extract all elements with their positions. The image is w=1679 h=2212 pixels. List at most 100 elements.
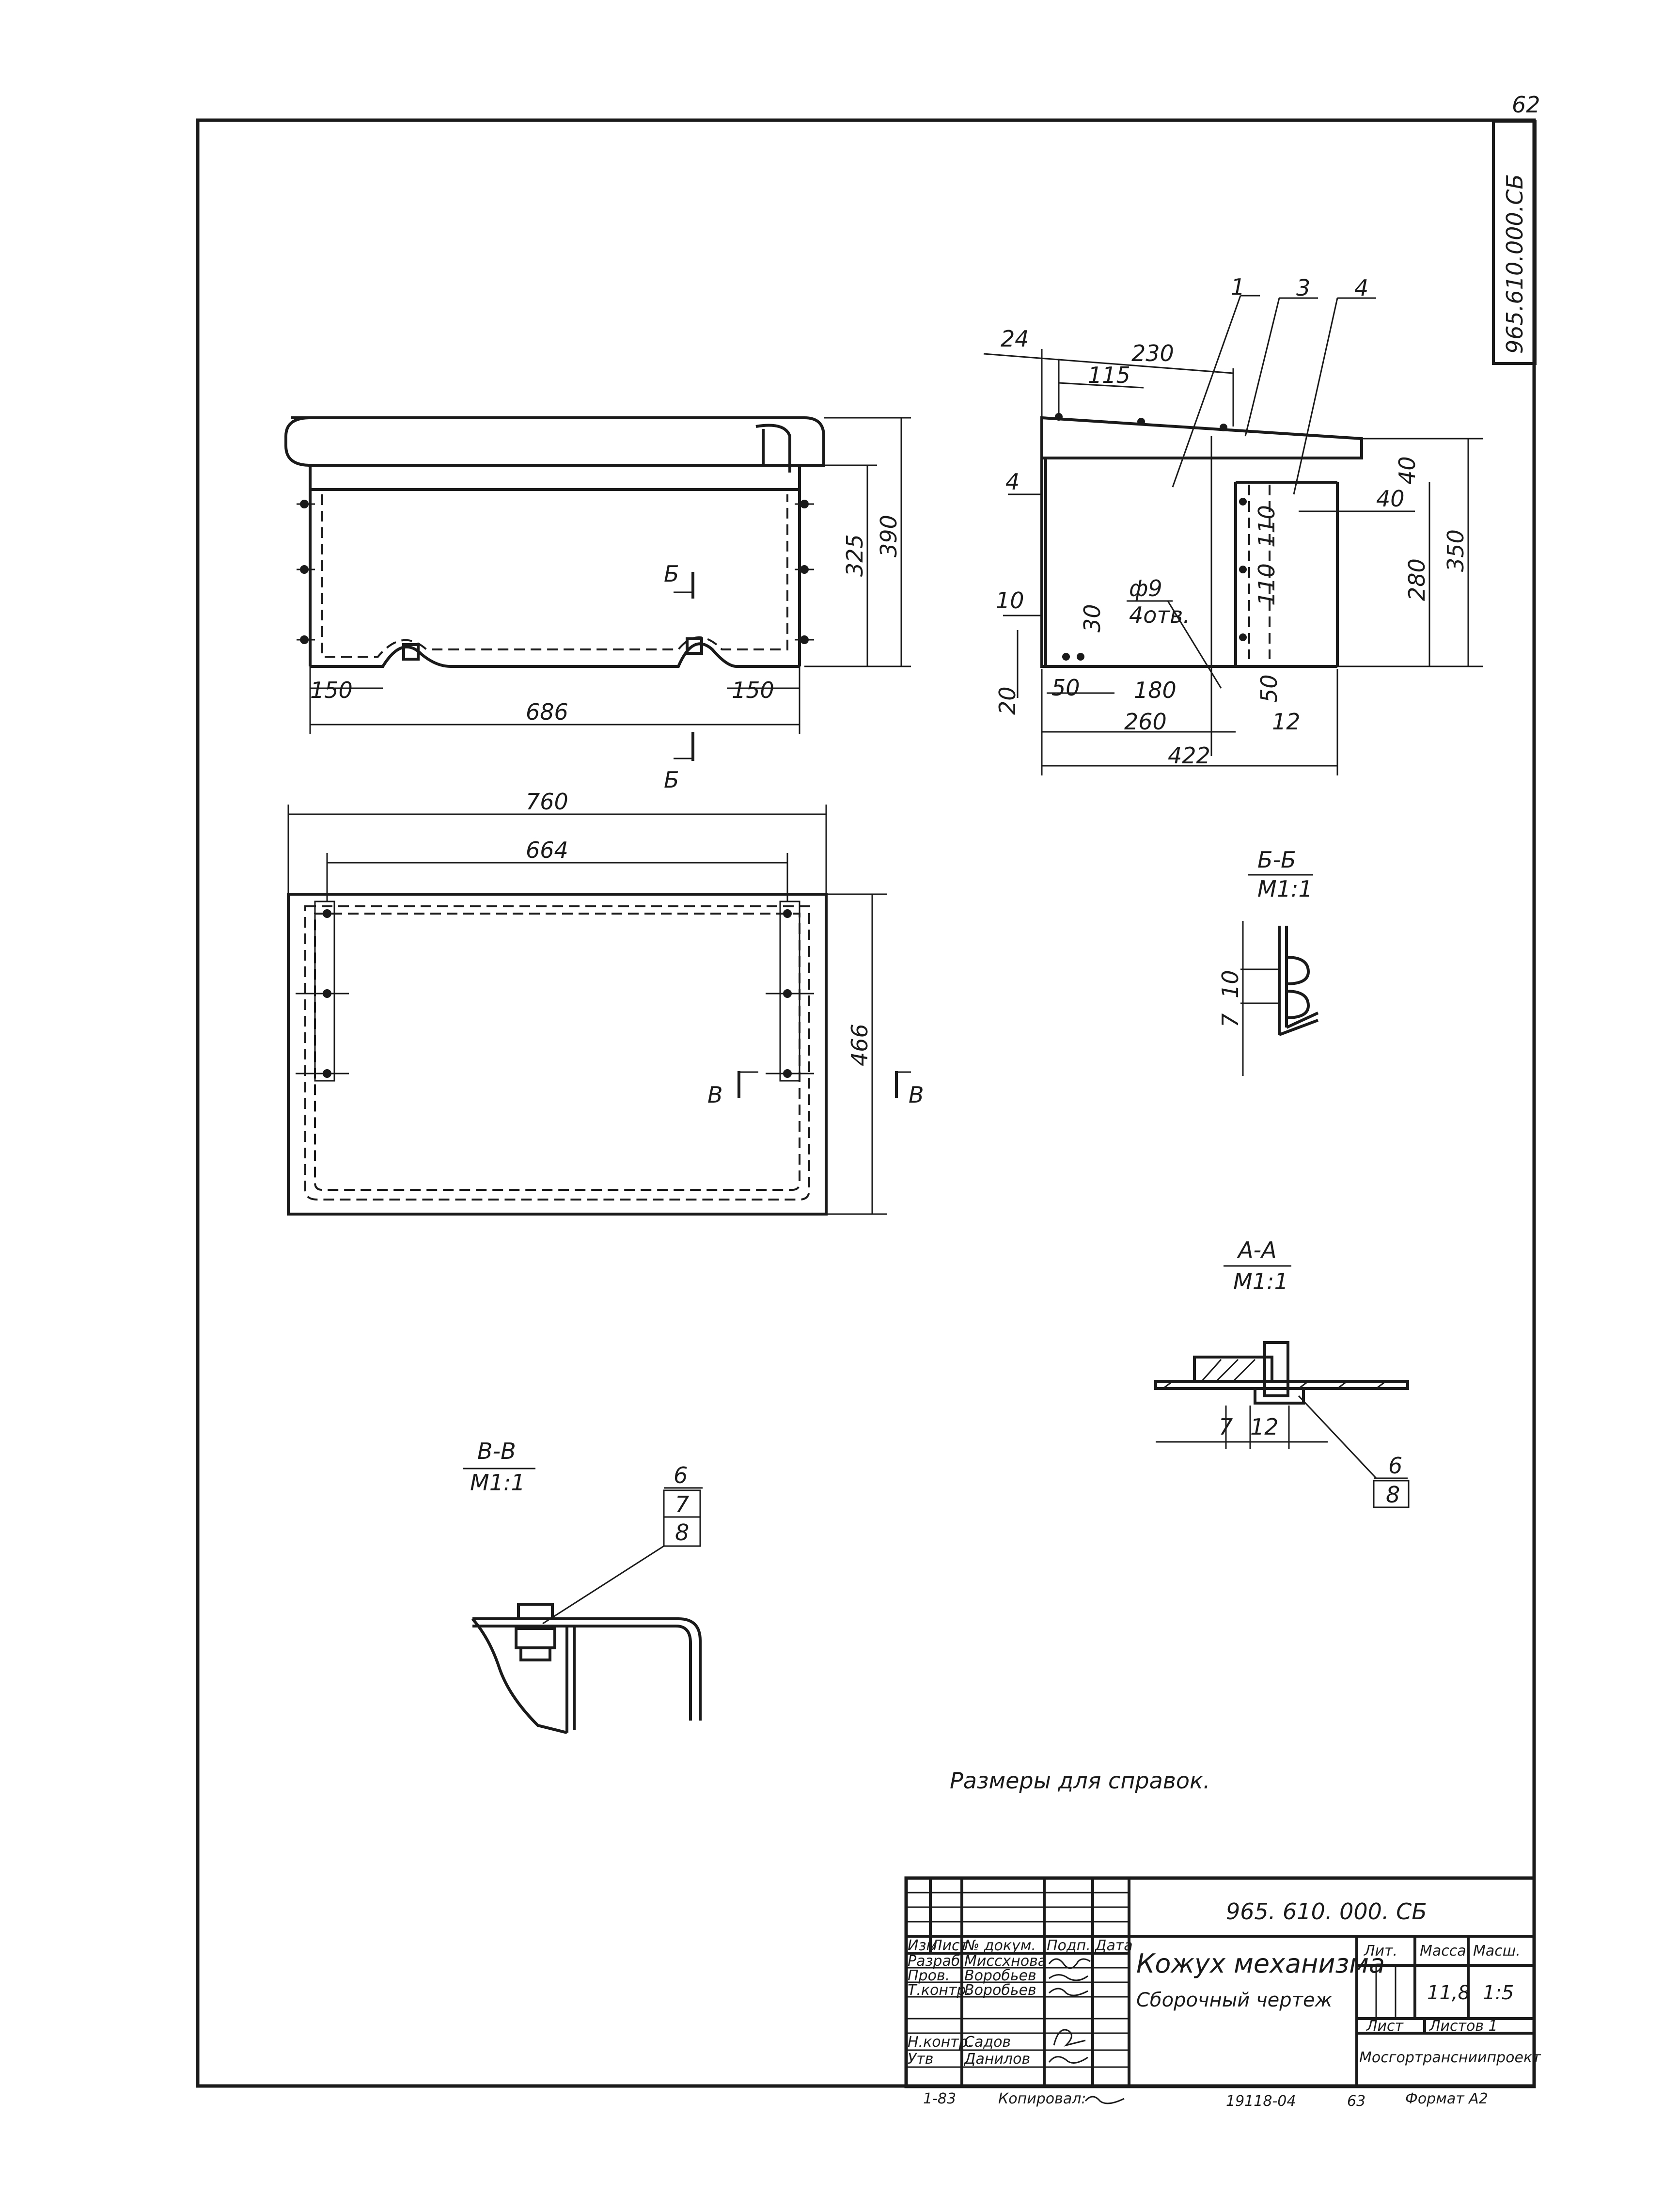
tb-lit: Лит. [1364, 1943, 1397, 1959]
section-aa-pos8: 8 [1386, 1482, 1400, 1508]
signature-utv [1048, 2056, 1088, 2064]
tb-name: Кожух механизма [1136, 1948, 1385, 1979]
tb-listov: Листов 1 [1429, 2018, 1498, 2035]
dim-350: 350 [1443, 529, 1469, 572]
dim-30: 30 [1079, 604, 1105, 632]
tb-name-razrab: Миссхнова [964, 1953, 1047, 1970]
tb-name-tkontr: Воробьев [964, 1982, 1036, 1999]
dim-150a: 150 [310, 677, 353, 703]
side-code-box [1492, 120, 1537, 365]
callout-3: 3 [1296, 275, 1310, 301]
section-vv-pos6: 6 [674, 1462, 688, 1488]
dim-50a: 50 [1051, 675, 1080, 701]
tb-org: Мосгортрансниипроект [1359, 2049, 1541, 2066]
tb-code: 965. 610. 000. СБ [1226, 1898, 1427, 1925]
section-bb-d7: 7 [1217, 1013, 1243, 1027]
tb-col-date: Дата [1094, 1937, 1133, 1954]
dim-466: 466 [847, 1024, 873, 1066]
tb-masshtab: Масш. [1473, 1943, 1521, 1959]
sheet-frame [196, 118, 1536, 2088]
tb-doc-type: Сборочный чертеж [1136, 1989, 1333, 2011]
dim-40b: 40 [1376, 486, 1405, 512]
dim-40a: 40 [1394, 456, 1420, 485]
tb-role-utv: Утв [908, 2051, 933, 2068]
side-view: 24 230 115 1 3 4 4 10 30 20 50 180 260 1… [983, 274, 1483, 775]
front-view: 686 150 150 325 390 Б Б [284, 416, 911, 793]
tb-role-nkontr: Н.контр. [908, 2034, 973, 2051]
tb-role-razrab: Разраб. [908, 1953, 965, 1970]
callout-1: 1 [1231, 274, 1245, 300]
tb-col-list: Лист [931, 1937, 969, 1954]
tb-scale-val: 1:5 [1483, 1982, 1514, 2004]
signature-tkontr [1048, 1988, 1088, 1996]
section-vv: В-В М1:1 6 7 8 [463, 1438, 703, 1734]
side-code: 965.610.000.СБ [1502, 174, 1528, 354]
plan-view: 760 664 466 В В [287, 789, 924, 1216]
section-aa-title: А-А [1237, 1237, 1277, 1263]
tb-massa: Масса [1420, 1943, 1466, 1959]
signature-nkontr [1053, 2029, 1086, 2047]
section-aa-pos6: 6 [1388, 1453, 1402, 1479]
sheet-number: 62 [1512, 92, 1540, 118]
tb-name-prov: Воробьев [964, 1967, 1036, 1984]
section-aa-scale: М1:1 [1233, 1268, 1288, 1295]
holes-count: 4отв. [1129, 602, 1190, 628]
signature-prov [1049, 1974, 1088, 1981]
dim-180: 180 [1134, 677, 1177, 703]
tb-col-doc: № докум. [963, 1937, 1036, 1954]
dim-686: 686 [526, 699, 568, 725]
dim-20: 20 [994, 686, 1020, 715]
section-vv-pos8: 8 [675, 1519, 689, 1546]
tb-name-utv: Данилов [963, 2051, 1030, 2068]
title-block: Изм Лист № докум. Подп. Дата Разраб. Мис… [904, 1876, 1541, 2088]
dim-260: 260 [1124, 709, 1167, 735]
dim-325: 325 [842, 534, 868, 577]
section-bb-scale: М1:1 [1257, 876, 1313, 902]
dim-422: 422 [1168, 743, 1210, 769]
section-vv-pos7: 7 [675, 1491, 689, 1517]
section-vv-title: В-В [477, 1438, 516, 1464]
dim-4: 4 [1005, 469, 1020, 495]
hole-label: ф9 [1129, 575, 1162, 601]
dim-24: 24 [1001, 326, 1029, 352]
dim-664: 664 [526, 837, 568, 863]
dim-760: 760 [526, 789, 568, 815]
dim-390: 390 [876, 515, 902, 557]
dim-110b: 110 [1254, 563, 1280, 606]
footer-signature [1084, 2096, 1125, 2104]
note-text: Размеры для справок. [950, 1768, 1210, 1794]
signature-razrab [1048, 1958, 1091, 1969]
callout-4: 4 [1354, 275, 1368, 301]
section-mark-b-top: Б [664, 561, 679, 587]
tb-col-izm: Изм [908, 1937, 937, 1954]
section-bb-title: Б-Б [1257, 847, 1296, 873]
footer-inv: 19118-04 [1226, 2093, 1296, 2110]
tb-massa-val: 11,8 [1427, 1982, 1470, 2004]
section-mark-v-right: В [909, 1082, 924, 1108]
section-bb: Б-Б М1:1 10 7 [1217, 847, 1319, 1076]
dim-12: 12 [1272, 709, 1301, 735]
section-aa-d7: 7 [1219, 1414, 1233, 1440]
dim-110a: 110 [1254, 505, 1280, 548]
section-vv-scale: М1:1 [470, 1469, 525, 1496]
footer-code: 1-83 [923, 2090, 956, 2107]
footer-format: Формат А2 [1405, 2090, 1488, 2107]
section-mark-b-bottom: Б [664, 767, 679, 793]
footer-kopiroval: Копировал: [998, 2090, 1086, 2107]
section-mark-v-left: В [707, 1082, 723, 1108]
dim-10: 10 [996, 587, 1024, 614]
dim-50b: 50 [1256, 674, 1282, 703]
tb-role-tkontr: Т.контр. [908, 1982, 971, 1999]
section-aa-d12: 12 [1250, 1414, 1279, 1440]
section-bb-d10: 10 [1217, 970, 1243, 998]
tb-list: Лист [1366, 2018, 1404, 2035]
dim-150b: 150 [732, 677, 774, 703]
tb-col-sign: Подп. [1047, 1937, 1091, 1954]
tb-name-nkontr: Садов [964, 2034, 1011, 2051]
dim-115: 115 [1088, 362, 1130, 388]
dim-230: 230 [1131, 340, 1174, 366]
footer-page: 63 [1347, 2093, 1365, 2110]
tb-role-prov: Пров. [908, 1967, 950, 1984]
dim-280: 280 [1404, 558, 1430, 601]
